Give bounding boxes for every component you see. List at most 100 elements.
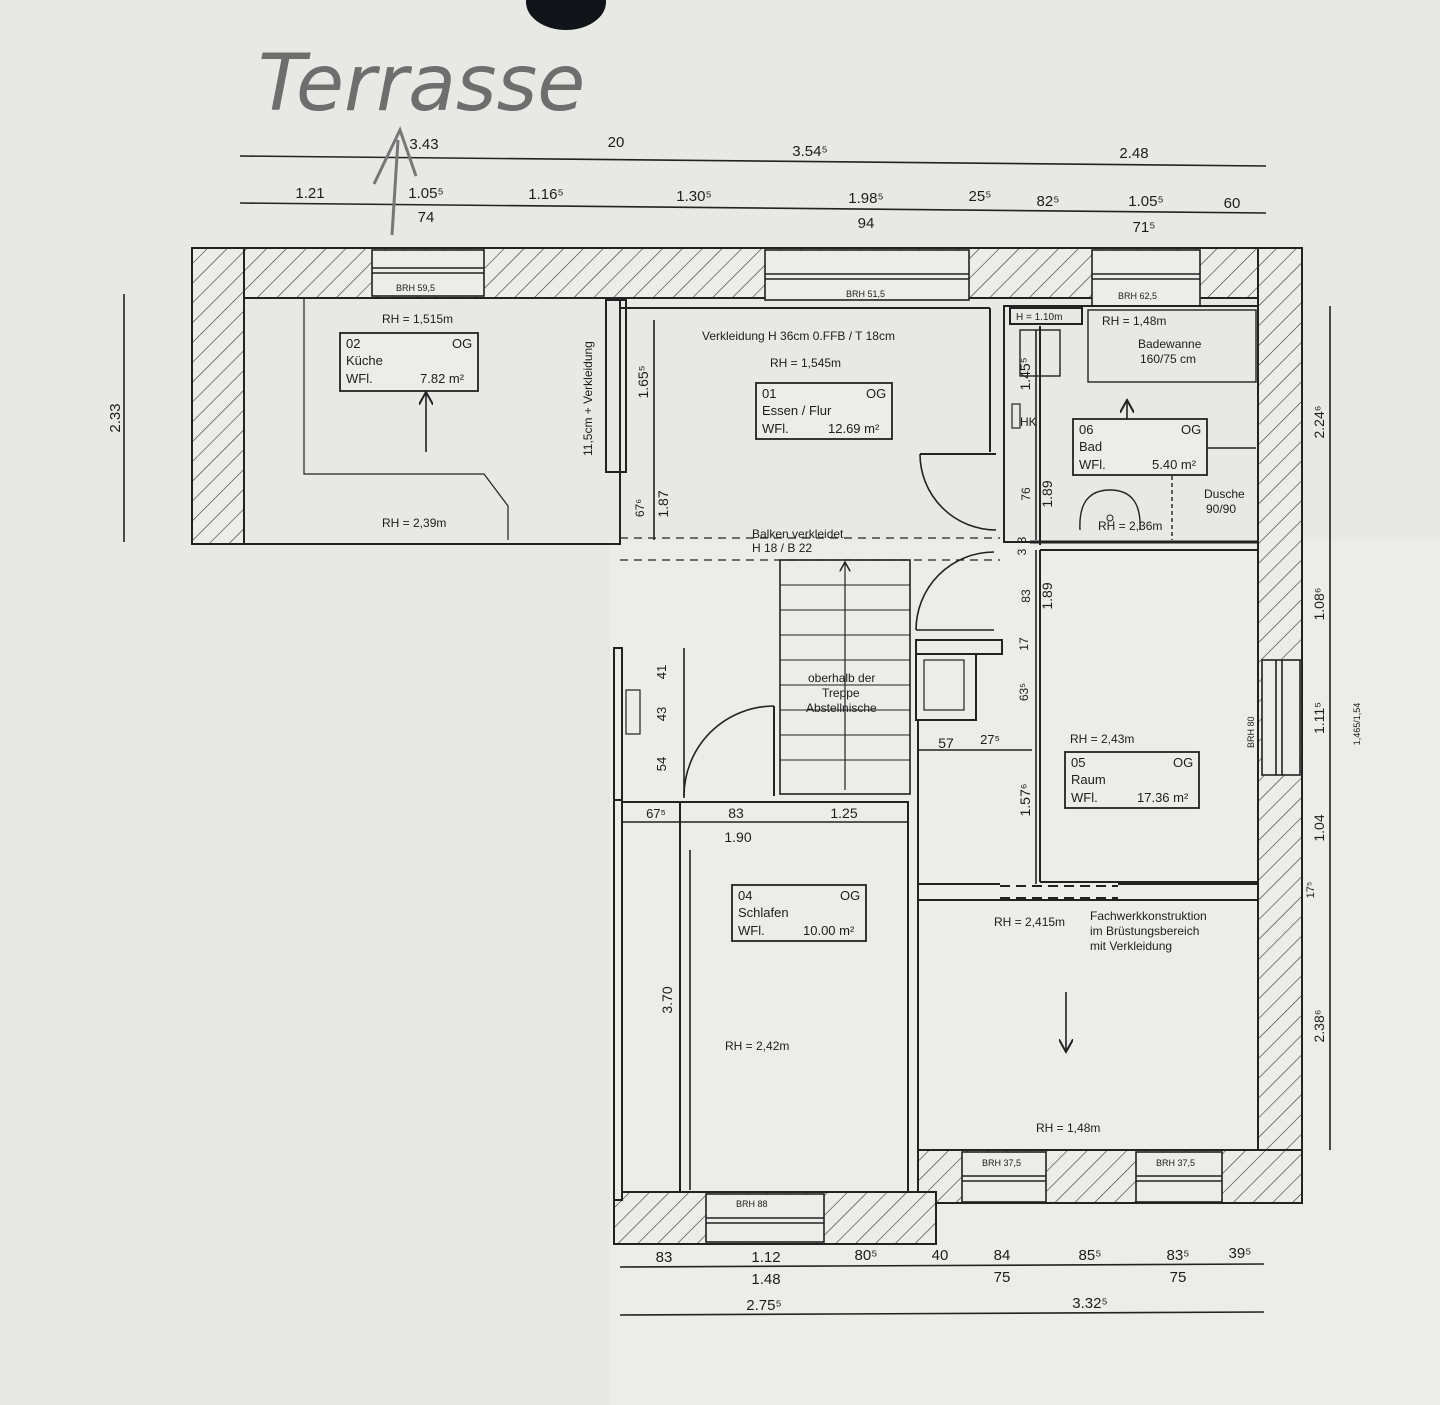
dim-bottom-1: 83 — [656, 1249, 673, 1266]
dim-top2-sub-1: 74 — [418, 209, 435, 226]
dim-bottom-5: 84 — [994, 1247, 1011, 1264]
dim-bottom-sub-2: 75 — [994, 1269, 1011, 1286]
dim-top2-sub-2: 94 — [858, 215, 875, 232]
dim-raum-3: 17 — [1017, 637, 1031, 651]
room-schlafen-num: 04 — [738, 888, 752, 903]
dim-right-2: 1.08⁶ — [1311, 587, 1327, 620]
room-bad-num: 06 — [1079, 422, 1093, 437]
window-label-5: BRH 37,5 — [982, 1158, 1021, 1168]
windows — [371, 249, 1301, 1243]
dim-bottom-7: 83⁵ — [1167, 1247, 1190, 1264]
room-schlafen-area-label: WFl. — [738, 923, 765, 938]
window-label-2: BRH 51,5 — [846, 289, 885, 299]
note-verkleidung: Verkleidung H 36cm 0.FFB / T 18cm — [702, 329, 895, 343]
dim-top2-7: 82⁵ — [1037, 193, 1060, 210]
dim-h27: 27⁵ — [980, 732, 1000, 747]
rh-raum: RH = 2,43m — [1070, 732, 1134, 746]
room-kueche-name: Küche — [346, 353, 383, 368]
room-essen-num: 01 — [762, 386, 776, 401]
room-schlafen-area: 10.00 m² — [803, 923, 855, 938]
title-terrasse: Terrasse — [258, 39, 585, 129]
photo-dark-spot — [526, 0, 606, 30]
rh-kueche-top: RH = 1,515m — [382, 312, 453, 326]
dim-top2-8: 1.05⁵ — [1128, 193, 1163, 210]
dim-raum-2: 1.89 — [1039, 582, 1055, 609]
room-kueche-area: 7.82 m² — [420, 371, 465, 386]
dimension-lines — [123, 155, 1331, 1316]
dim-top2-3: 1.16⁵ — [528, 186, 563, 203]
dim-top2-2: 1.05⁵ — [408, 185, 443, 202]
dim-top2-6: 25⁵ — [969, 188, 992, 205]
room-raum-area: 17.36 m² — [1137, 790, 1189, 805]
room-raum-name: Raum — [1071, 772, 1106, 787]
dim-bottom-6: 85⁵ — [1079, 1247, 1102, 1264]
dim-top-3: 3.54⁵ — [792, 143, 827, 160]
dim-bottom2-1: 2.75⁵ — [746, 1297, 781, 1314]
interior-walls — [243, 297, 1259, 1193]
room-essen-area-label: WFl. — [762, 421, 789, 436]
note-hk: HK — [1020, 415, 1037, 429]
dim-right-3: 1.11⁵ — [1311, 702, 1327, 734]
dim-raum-1: 83 — [1019, 589, 1033, 603]
dim-left-niche-1: 41 — [654, 665, 669, 679]
dim-raum-4: 63⁵ — [1017, 683, 1031, 701]
window-label-7: BRH 88 — [736, 1199, 768, 1209]
note-fach-1: Fachwerkkonstruktion — [1090, 909, 1207, 923]
dim-schlafen-h3: 1.25 — [830, 805, 857, 821]
note-treppe-3: Abstellnische — [806, 701, 877, 715]
dim-top2-sub-3: 71⁵ — [1133, 219, 1156, 236]
handwritten-annotation: Terrasse — [258, 39, 585, 236]
dim-h57: 57 — [938, 735, 954, 751]
dim-bad-2: 76 — [1019, 487, 1033, 501]
note-verkleidung-vertical: 11,5cm + Verkleidung — [581, 341, 595, 456]
dim-right-7: 2.38⁶ — [1311, 1009, 1327, 1042]
dim-bottom-2: 1.12 — [751, 1249, 780, 1266]
note-fach-3: mit Verkleidung — [1090, 939, 1172, 953]
note-fach-2: im Brüstungsbereich — [1090, 924, 1199, 938]
window-label-1: BRH 59,5 — [396, 283, 435, 293]
rh-se-top: RH = 2,415m — [994, 915, 1065, 929]
note-balken-1: Balken verkleidet — [752, 527, 844, 541]
dim-top2-1: 1.21 — [295, 185, 324, 202]
room-bad-area-label: WFl. — [1079, 457, 1106, 472]
dim-mid-1: 3 — [1015, 536, 1029, 543]
window-label-6: BRH 37,5 — [1156, 1158, 1195, 1168]
dim-right-6: 17⁵ — [1305, 882, 1317, 899]
dim-raum-5: 1.57⁶ — [1017, 783, 1033, 816]
room-raum-area-label: WFl. — [1071, 790, 1098, 805]
dim-right-4: 1,465/1,54 — [1352, 703, 1362, 746]
room-kueche-area-label: WFl. — [346, 371, 373, 386]
dim-schlafen-v: 3.70 — [659, 986, 675, 1013]
dim-top-1: 3.43 — [409, 136, 438, 153]
note-treppe-2: Treppe — [822, 686, 860, 700]
dim-bottom-4: 40 — [932, 1247, 949, 1264]
dim-essen-1: 1.65⁵ — [635, 365, 651, 398]
rh-se-bottom: RH = 1,48m — [1036, 1121, 1100, 1135]
dim-top2-4: 1.30⁵ — [676, 188, 711, 205]
dim-top-2: 20 — [608, 134, 625, 151]
window-label-3: BRH 62,5 — [1118, 291, 1157, 301]
window-label-4: BRH 80 — [1246, 716, 1256, 748]
rh-bad-bottom: RH = 2,36m — [1098, 519, 1162, 533]
dim-schlafen-h4: 1.90 — [724, 829, 751, 845]
dim-mid-2: 3 — [1015, 548, 1029, 555]
rh-kueche-bottom: RH = 2,39m — [382, 516, 446, 530]
note-treppe-1: oberhalb der — [808, 671, 875, 685]
dim-left-niche-3: 54 — [654, 757, 669, 771]
note-balken-2: H 18 / B 22 — [752, 541, 812, 555]
dim-bottom-sub-1: 1.48 — [751, 1271, 780, 1288]
dim-right-1: 2.24⁶ — [1311, 405, 1327, 438]
dim-top2-5: 1.98⁵ — [848, 190, 883, 207]
room-kueche-floor: OG — [452, 336, 472, 351]
rh-essen: RH = 1,545m — [770, 356, 841, 370]
room-labels — [339, 332, 1208, 942]
room-essen-area: 12.69 m² — [828, 421, 880, 436]
dim-left-1: 2.33 — [107, 403, 124, 432]
room-essen-name: Essen / Flur — [762, 403, 832, 418]
dim-essen-2: 67⁶ — [633, 499, 647, 517]
dim-bottom2-2: 3.32⁵ — [1072, 1295, 1107, 1312]
dim-bottom-3: 80⁵ — [855, 1247, 878, 1264]
room-bad-area: 5.40 m² — [1152, 457, 1197, 472]
